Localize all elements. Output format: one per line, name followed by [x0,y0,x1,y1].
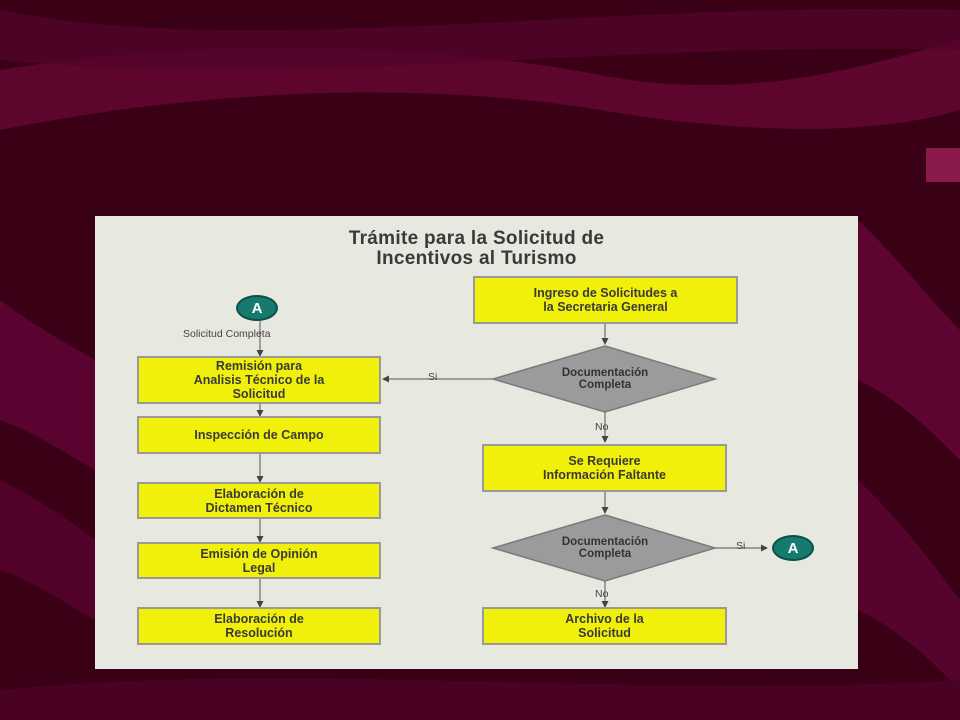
box-opinion: Emisión de Opinión Legal [137,542,381,579]
connector-a-top: A [236,295,278,321]
connector-a-right: A [772,535,814,561]
label-si-2: Si [736,540,746,552]
box-archivo: Archivo de la Solicitud [482,607,727,645]
flowchart-panel: Trámite para la Solicitud de Incentivos … [95,216,858,669]
box-resolucion: Elaboración de Resolución [137,607,381,645]
ribbon-right [858,220,960,460]
box-remision: Remisión para Analisis Técnico de la Sol… [137,356,381,404]
ribbon-bottom [0,678,960,720]
ribbon-left [0,300,95,470]
decision-text-2: Documentación Completa [561,536,649,560]
ribbon-left-low [0,480,95,620]
ribbon-band [0,8,960,70]
box-ingreso: Ingreso de Solicitudes a la Secretaria G… [473,276,738,324]
title-line-1: Trámite para la Solicitud de [348,228,605,249]
ribbon-right-low [858,480,960,690]
decision-text-1: Documentación Completa [561,367,649,391]
box-inspeccion: Inspección de Campo [137,416,381,454]
ribbon-tab [926,148,960,182]
label-no-2: No [595,588,609,600]
box-dictamen: Elaboración de Dictamen Técnico [137,482,381,519]
flow-connectors [256,320,768,608]
label-si-1: Si [428,371,438,383]
box-faltante: Se Requiere Información Faltante [482,444,727,492]
label-no-1: No [595,421,609,433]
title-line-2: Incentivos al Turismo [376,248,577,269]
label-solicitud-completa: Solicitud Completa [183,328,271,340]
